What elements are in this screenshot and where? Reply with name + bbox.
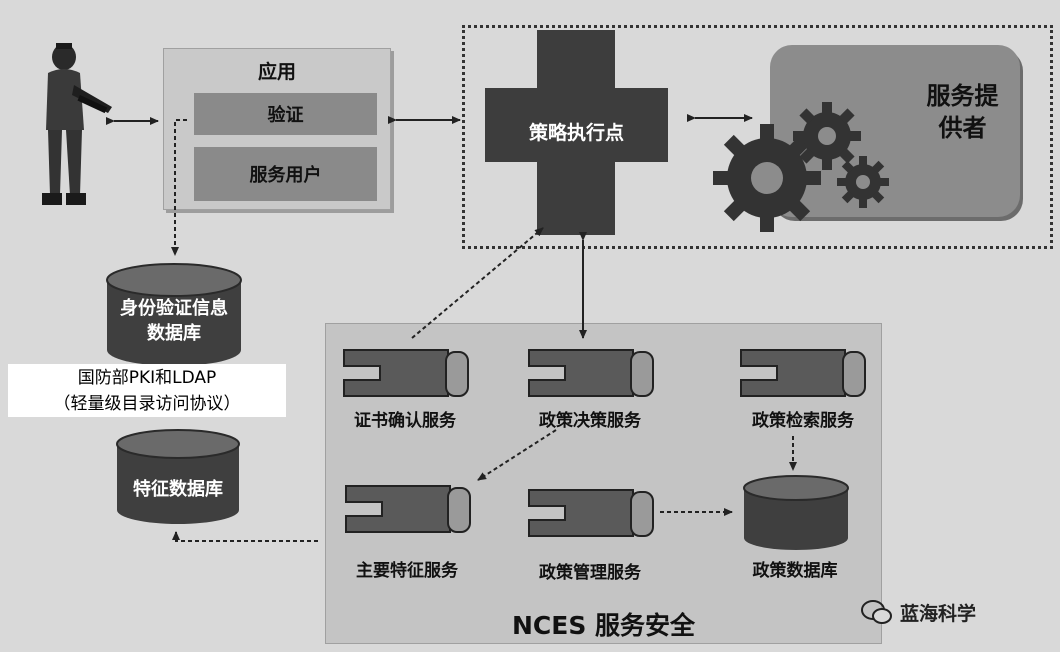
policy-decision-service-icon: [528, 349, 654, 397]
nces-title: NCES 服务安全: [511, 611, 696, 640]
policy-db-cylinder: [743, 475, 849, 550]
cert-validation-service-label: 证书确认服务: [354, 411, 456, 431]
soldier-figure: [42, 43, 112, 205]
wechat-icon: [861, 600, 892, 624]
service-provider-label: 服务提供者: [926, 82, 999, 143]
pki-ldap-note: 国防部PKI和LDAP （轻量级目录访问协议）: [8, 364, 286, 417]
principal-attribute-service-icon: [345, 485, 471, 533]
auth-box: 验证: [194, 93, 377, 135]
policy-admin-service-label: 政策管理服务: [539, 563, 641, 583]
policy-retrieval-service-label: 政策检索服务: [752, 411, 854, 431]
attribute-db-label: 特征数据库: [133, 479, 223, 500]
service-user-box: 服务用户: [194, 147, 377, 201]
principal-attribute-service-label: 主要特征服务: [356, 561, 458, 581]
pki-ldap-line2: （轻量级目录访问协议）: [53, 394, 241, 414]
watermark-text: 蓝海科学: [900, 602, 977, 625]
application-box: 应用 验证 服务用户: [163, 48, 391, 210]
attribute-db-cylinder: [116, 429, 240, 524]
watermark: 蓝海科学: [860, 595, 1050, 629]
application-title: 应用: [257, 61, 296, 83]
policy-decision-service-label: 政策决策服务: [539, 411, 641, 431]
identity-db-cylinder: [106, 263, 242, 366]
policy-retrieval-service-icon: [740, 349, 866, 397]
pep-cross: [485, 30, 668, 235]
gears-icon: [713, 102, 889, 232]
policy-admin-service-icon: [528, 489, 654, 537]
policy-db-label: 政策数据库: [752, 561, 838, 581]
identity-db-label: 身份验证信息数据库: [120, 298, 228, 345]
cert-validation-service-icon: [343, 349, 469, 397]
pki-ldap-line1: 国防部PKI和LDAP: [77, 368, 217, 388]
pep-frame: [462, 25, 1053, 249]
pep-label: 策略执行点: [528, 122, 624, 144]
